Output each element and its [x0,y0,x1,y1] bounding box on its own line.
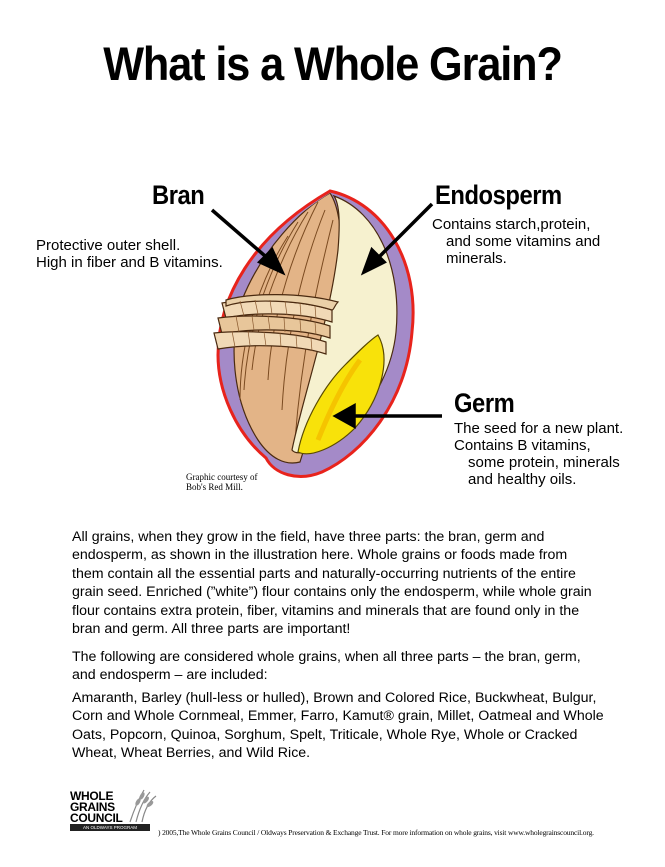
bran-description: Protective outer shell. High in fiber an… [36,237,223,271]
endosperm-desc-line: and some vitamins and [446,233,601,250]
peeled-bran-strips [213,294,340,355]
germ-desc-line: some protein, minerals [468,454,620,471]
germ-desc-line: Contains B vitamins, [454,437,591,454]
germ-desc-line: and healthy oils. [468,471,577,488]
germ-heading: Germ [454,388,515,418]
pointer-arrows [210,202,442,429]
endosperm-heading: Endosperm [435,180,562,210]
whole-grains-council-logo: WHOLE GRAINS COUNCIL AN OLDWAYS PROGRAM [70,788,158,834]
intro-paragraph: All grains, when they grow in the field,… [72,529,592,638]
endosperm-arrow [372,202,434,264]
bran-arrow [210,208,274,264]
grain-kernel-illustration [210,189,442,478]
wheat-stalk-icon [129,789,157,823]
graphic-credit: Graphic courtesy of Bob's Red Mill. [186,472,258,492]
whole-grains-intro-paragraph: The following are considered whole grain… [72,649,581,684]
copyright-footer: ) 2005,The Whole Grains Council / Oldway… [158,828,594,837]
bran-desc-line: High in fiber and B vitamins. [36,254,223,271]
endosperm-description: Contains starch,protein, and some vitami… [432,216,600,267]
bran-heading: Bran [152,180,205,210]
endosperm-desc-line: Contains starch,protein, [432,216,591,233]
whole-grains-list-paragraph: Amaranth, Barley (hull-less or hulled), … [72,690,604,762]
bran-desc-line: Protective outer shell. [36,237,181,254]
endosperm-desc-line: minerals. [446,250,507,267]
germ-description: The seed for a new plant. Contains B vit… [454,420,623,488]
page-title: What is a Whole Grain? [103,37,563,90]
germ-desc-line: The seed for a new plant. [454,420,624,437]
